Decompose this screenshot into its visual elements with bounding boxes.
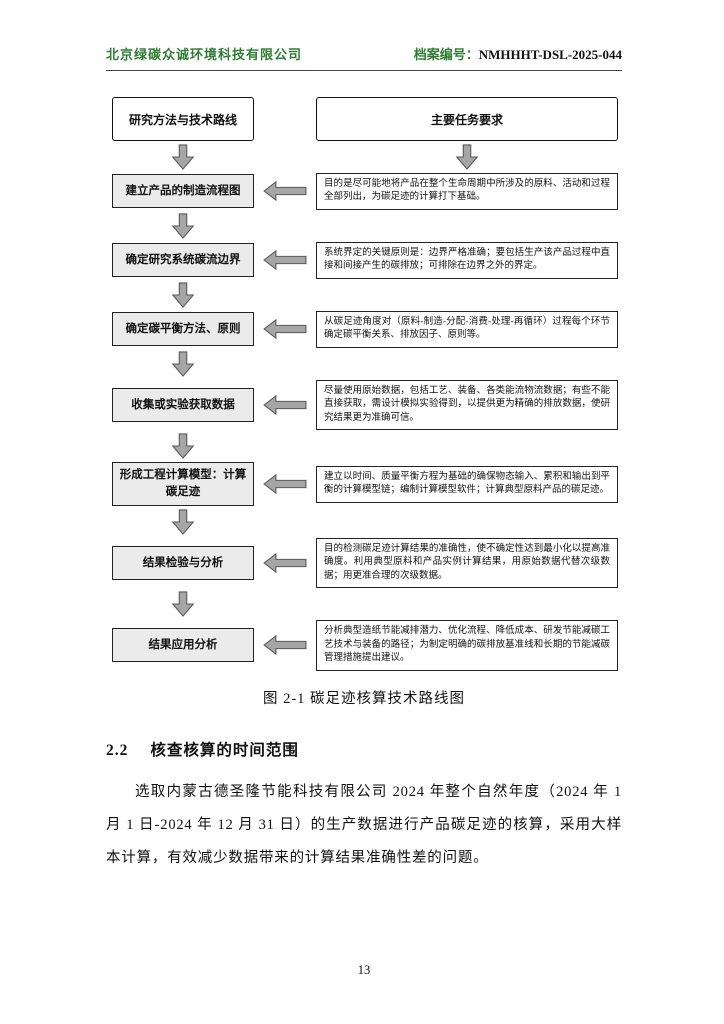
flow-arrow-row — [112, 433, 622, 460]
left-arrow-icon — [254, 181, 316, 202]
flow-step-row: 结果检验与分析 目的检测碳足迹计算结果的准确性，使不确定性达到最小化以提高准确度… — [112, 537, 622, 589]
flow-step-box: 建立产品的制造流程图 — [112, 174, 254, 209]
down-arrow-icon — [112, 433, 254, 460]
flow-step-row: 确定碳平衡方法、原则 从碳足迹角度对（原料-制造-分配-消费-处理-再循环）过程… — [112, 310, 622, 348]
archive-number: 档案编号：NMHHHT-DSL-2025-044 — [414, 44, 622, 63]
body-paragraph: 选取内蒙古德圣隆节能科技有限公司 2024 年整个自然年度（2024 年 1 月… — [106, 783, 622, 867]
flow-step-row: 形成工程计算模型：计算碳足迹 建立以时间、质量平衡方程为基础的确保物态输入、累积… — [112, 462, 622, 506]
section-title: 核查核算的时间范围 — [150, 741, 299, 759]
flow-desc-box: 从碳足迹角度对（原料-制造-分配-消费-处理-再循环）过程每个环节确定碳平衡关系… — [316, 310, 618, 348]
flowchart: 研究方法与技术路线 主要任务要求 建立产品的制造流程图 目的是尽可能地将产品在整… — [112, 97, 622, 671]
flow-arrow-row — [112, 351, 622, 377]
left-arrow-icon — [254, 395, 316, 416]
flow-arrow-row — [112, 591, 622, 618]
flow-arrow-row — [112, 213, 622, 239]
flow-step-row: 确定研究系统碳流边界 系统界定的关键原则是：边界严格准确；要包括生产该产品过程中… — [112, 241, 622, 279]
left-arrow-icon — [254, 552, 316, 573]
left-arrow-icon — [254, 250, 316, 271]
flow-desc-box: 尽量使用原始数据，包括工艺、装备、各类能流物流数据；有些不能直接获取，需设计模拟… — [316, 379, 618, 431]
flow-arrow-row — [112, 282, 622, 308]
flow-desc-box: 目的检测碳足迹计算结果的准确性，使不确定性达到最小化以提高准确度。利用典型原料和… — [316, 537, 618, 589]
company-name: 北京绿碳众诚环境科技有限公司 — [106, 47, 303, 62]
archive-label: 档案编号： — [413, 47, 479, 62]
left-arrow-icon — [254, 474, 316, 495]
down-arrow-icon — [112, 351, 254, 377]
flow-step-box: 确定研究系统碳流边界 — [112, 243, 254, 278]
archive-code: NMHHHT-DSL-2025-044 — [478, 47, 622, 62]
flow-step-row: 收集或实验获取数据 尽量使用原始数据，包括工艺、装备、各类能流物流数据；有些不能… — [112, 379, 622, 431]
section-heading: 2.2 核查核算的时间范围 — [106, 738, 622, 760]
down-arrow-icon — [112, 282, 254, 308]
flow-step-box: 结果应用分析 — [112, 628, 254, 663]
page-number: 13 — [357, 963, 371, 977]
down-arrow-icon — [112, 509, 254, 535]
flow-desc-box: 目的是尽可能地将产品在整个生命周期中所涉及的原料、活动和过程全部列出，为碳足迹的… — [316, 173, 618, 210]
flow-step-box: 收集或实验获取数据 — [112, 388, 254, 423]
down-arrow-icon — [112, 591, 254, 618]
left-arrow-icon — [254, 319, 316, 340]
flow-step-box: 结果检验与分析 — [112, 545, 254, 580]
down-arrow-icon — [112, 213, 254, 239]
flow-step-box: 形成工程计算模型：计算碳足迹 — [112, 462, 254, 506]
flow-step-row: 结果应用分析 分析典型造纸节能减排潜力、优化流程、降低成本、研发节能减碳工艺技术… — [112, 620, 622, 671]
flow-desc-box: 建立以时间、质量平衡方程为基础的确保物态输入、累积和输出到平衡的计算模型链；编制… — [316, 465, 618, 503]
down-arrow-icon — [316, 144, 618, 170]
document-header: 北京绿碳众诚环境科技有限公司 档案编号：NMHHHT-DSL-2025-044 — [106, 44, 622, 71]
down-arrow-icon — [112, 144, 254, 170]
flow-right-header-box: 主要任务要求 — [316, 97, 618, 141]
flow-arrow-row — [112, 144, 622, 170]
flow-desc-box: 系统界定的关键原则是：边界严格准确；要包括生产该产品过程中直接和间接产生的碳排放… — [316, 241, 618, 279]
left-arrow-icon — [254, 635, 316, 656]
flow-step-row: 建立产品的制造流程图 目的是尽可能地将产品在整个生命周期中所涉及的原料、活动和过… — [112, 173, 622, 210]
section-number: 2.2 — [106, 741, 129, 759]
flow-desc-box: 分析典型造纸节能减排潜力、优化流程、降低成本、研发节能减碳工艺技术与装备的路径；… — [316, 620, 618, 671]
flow-left-header-box: 研究方法与技术路线 — [112, 97, 254, 141]
flow-header-row: 研究方法与技术路线 主要任务要求 — [112, 97, 622, 141]
flow-arrow-row — [112, 509, 622, 535]
figure-caption: 图 2-1 碳足迹核算技术路线图 — [262, 690, 466, 707]
flow-step-box: 确定碳平衡方法、原则 — [112, 312, 254, 347]
